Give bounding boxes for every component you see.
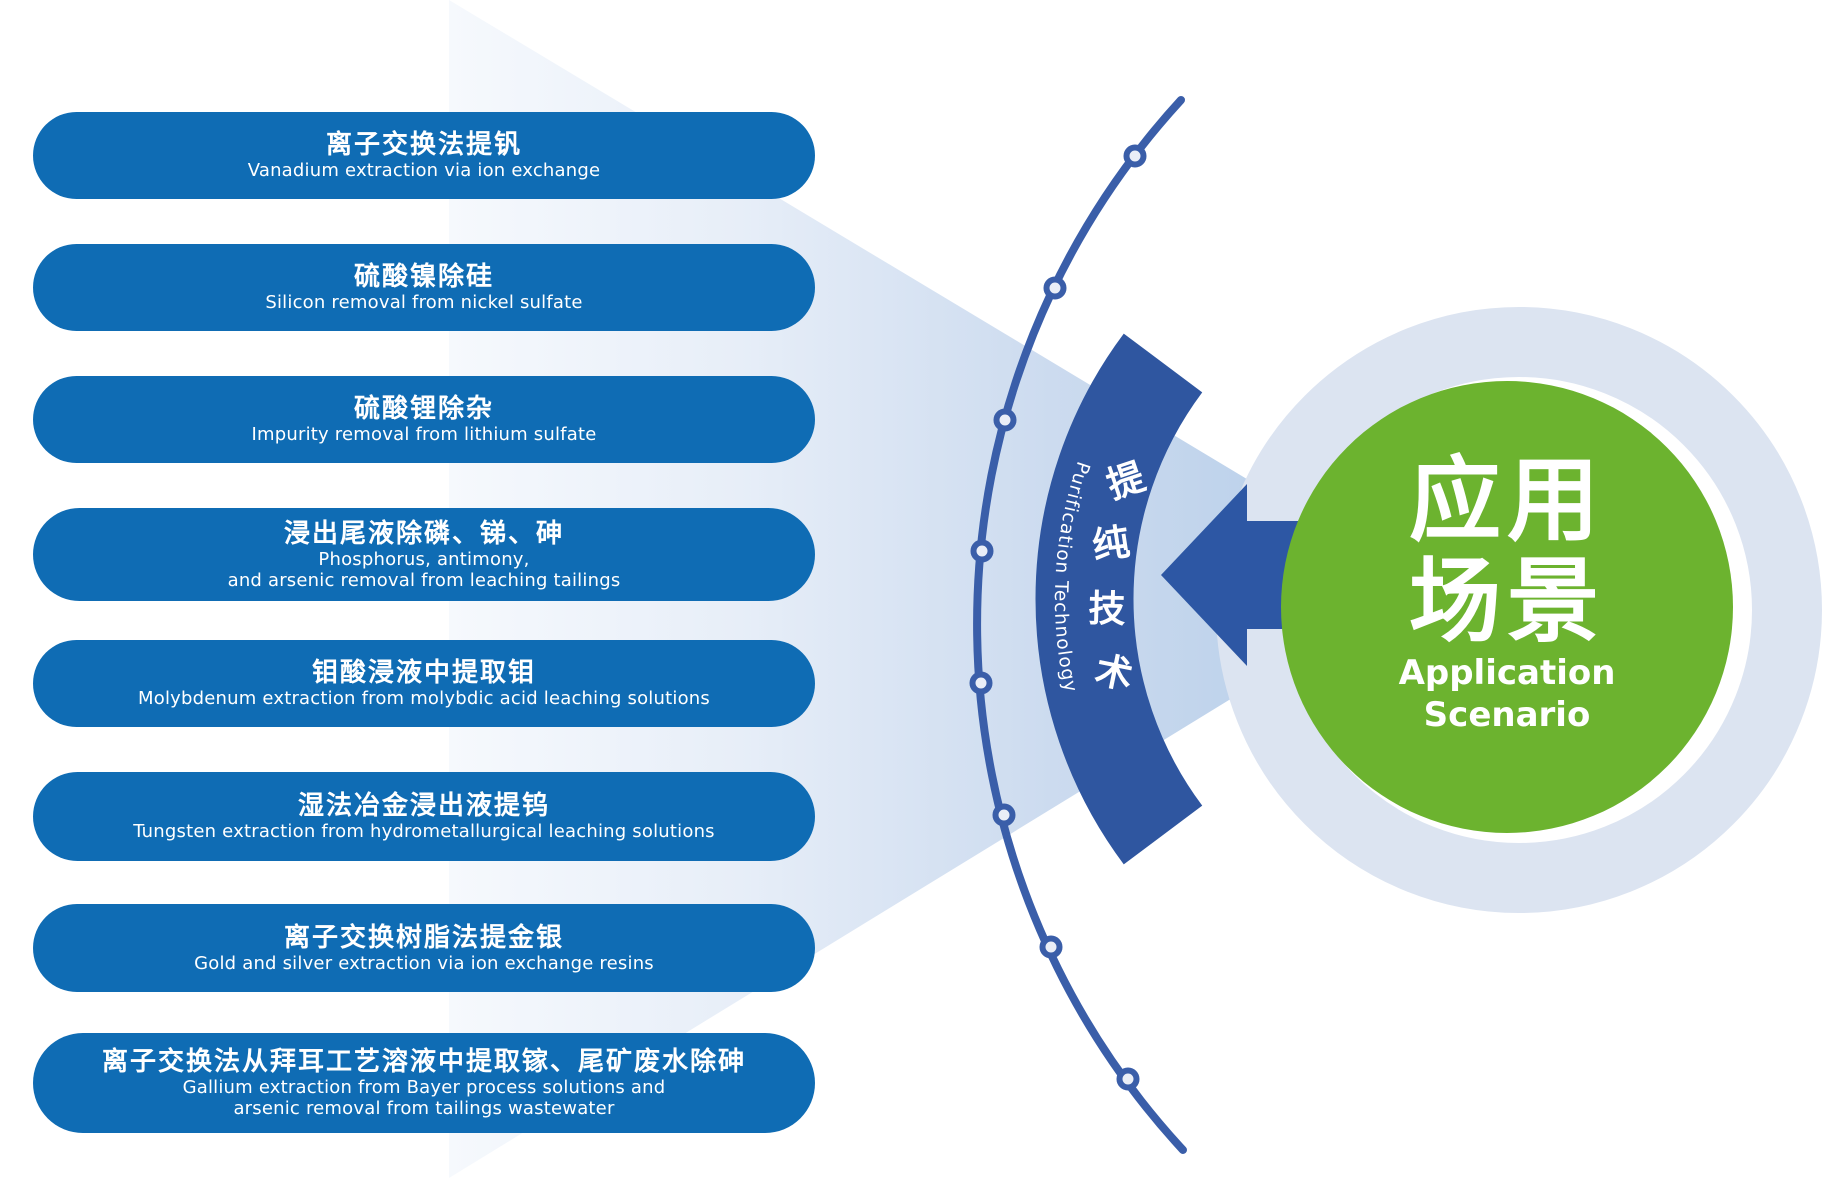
purification-band bbox=[1035, 333, 1203, 865]
timeline-arc bbox=[973, 96, 1187, 1154]
pill-gallium-extraction: 离子交换法从拜耳工艺溶液中提取镓、尾矿废水除砷 Gallium extracti… bbox=[33, 1033, 815, 1133]
pill-title: 离子交换树脂法提金银 bbox=[283, 922, 564, 953]
band-title: 提 纯 技 术 bbox=[1088, 455, 1150, 698]
pill-subtitle: Impurity removal from lithium sulfate bbox=[251, 424, 597, 445]
pill-tungsten-extraction: 湿法冶金浸出液提钨 Tungsten extraction from hydro… bbox=[33, 772, 815, 861]
pill-subtitle: Silicon removal from nickel sulfate bbox=[265, 292, 583, 313]
timeline-dot bbox=[993, 408, 1017, 432]
pill-molybdenum-extraction: 钼酸浸液中提取钼 Molybdenum extraction from moly… bbox=[33, 640, 815, 727]
timeline-dot bbox=[1123, 144, 1147, 168]
arrow-head-icon bbox=[1161, 484, 1247, 666]
pill-subtitle: and arsenic removal from leaching tailin… bbox=[227, 569, 621, 591]
pill-title: 硫酸镍除硅 bbox=[353, 262, 494, 292]
pill-subtitle: Tungsten extraction from hydrometallurgi… bbox=[133, 821, 715, 842]
target-circle bbox=[1281, 381, 1733, 833]
pill-title: 浸出尾液除磷、锑、砷 bbox=[283, 518, 564, 549]
pill-subtitle: Molybdenum extraction from molybdic acid… bbox=[138, 688, 710, 709]
timeline-dot bbox=[1043, 276, 1067, 300]
pill-title: 湿法冶金浸出液提钨 bbox=[297, 791, 550, 821]
timeline-dot bbox=[1116, 1067, 1140, 1091]
pill-subtitle: arsenic removal from tailings wastewater bbox=[233, 1098, 615, 1119]
timeline-dot bbox=[1039, 935, 1063, 959]
pill-title: 钼酸浸液中提取钼 bbox=[311, 658, 536, 688]
band-char: 技 bbox=[1088, 587, 1126, 631]
pill-subtitle: Gallium extraction from Bayer process so… bbox=[182, 1077, 666, 1098]
timeline-dot bbox=[970, 539, 994, 563]
pill-subtitle: Vanadium extraction via ion exchange bbox=[247, 160, 601, 181]
timeline-dot bbox=[969, 671, 993, 695]
timeline-dots bbox=[969, 144, 1147, 1091]
band-char: 术 bbox=[1092, 648, 1137, 698]
pill-silicon-removal: 硫酸镍除硅 Silicon removal from nickel sulfat… bbox=[33, 244, 815, 331]
pill-gold-silver-extraction: 离子交换树脂法提金银 Gold and silver extraction vi… bbox=[33, 904, 815, 992]
pill-title: 硫酸锂除杂 bbox=[353, 394, 494, 424]
pill-title: 离子交换法提钒 bbox=[325, 130, 522, 160]
band-char: 纯 bbox=[1090, 520, 1133, 568]
pill-vanadium-extraction: 离子交换法提钒 Vanadium extraction via ion exch… bbox=[33, 112, 815, 199]
timeline-dot bbox=[992, 803, 1016, 827]
pill-title: 离子交换法从拜耳工艺溶液中提取镓、尾矿废水除砷 bbox=[101, 1047, 746, 1077]
pill-leaching-tailings: 浸出尾液除磷、锑、砷 Phosphorus, antimony, and ars… bbox=[33, 508, 815, 601]
pill-subtitle: Phosphorus, antimony, bbox=[318, 548, 530, 570]
pill-subtitle: Gold and silver extraction via ion excha… bbox=[194, 952, 654, 974]
pill-impurity-removal: 硫酸锂除杂 Impurity removal from lithium sulf… bbox=[33, 376, 815, 463]
